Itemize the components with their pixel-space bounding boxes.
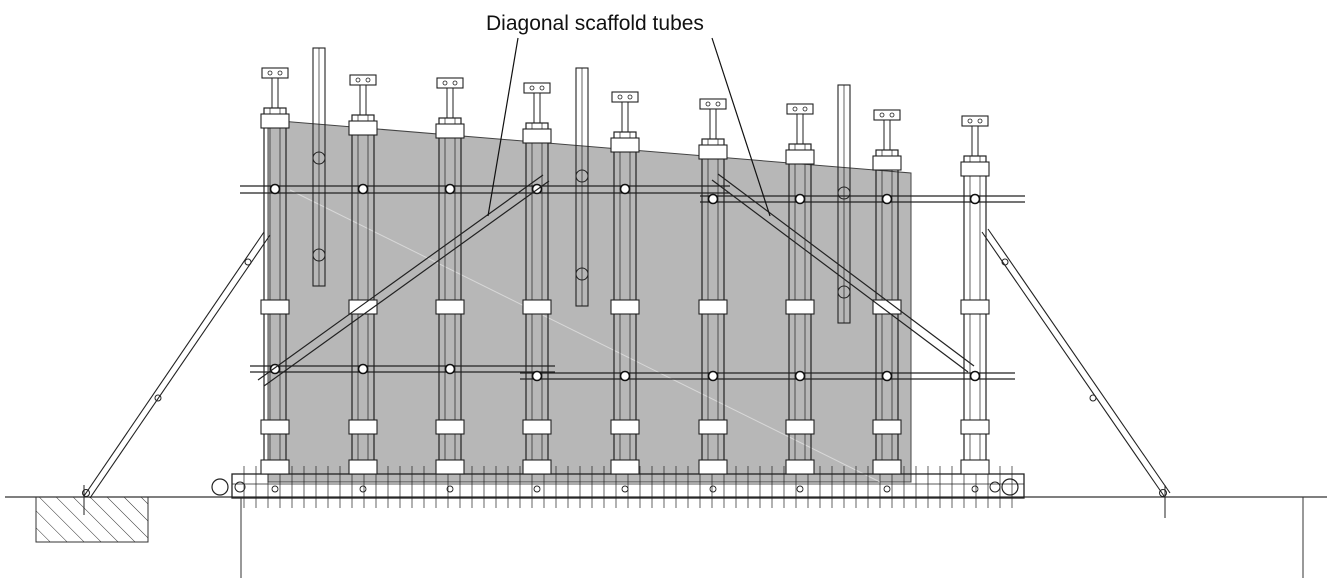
prop-2: [348, 74, 378, 493]
prop-4: [522, 82, 552, 493]
loose-vertical-tube-2: [575, 67, 589, 307]
prop-1: [260, 67, 290, 493]
prop-6: [698, 98, 728, 493]
foundation-block-hatched: [35, 496, 149, 543]
prop-5: [610, 91, 640, 493]
callout-label: Diagonal scaffold tubes: [486, 12, 704, 35]
prop-3: [435, 77, 465, 493]
diagonal-scaffold-tube-left: [257, 174, 550, 387]
diagonal-scaffold-tube-right: [711, 173, 975, 373]
panel-highlight-line: [289, 189, 881, 483]
horizontal-tube-lower-right: [520, 372, 1015, 380]
callout-leader-left: [487, 37, 519, 217]
prop-7: [785, 103, 815, 493]
push-pull-prop-right: [981, 228, 1171, 518]
horizontal-tube-lower-left: [250, 365, 555, 373]
horizontal-tube-upper-left: [240, 185, 730, 194]
vertical-props: [260, 67, 990, 493]
loose-vertical-tube-3: [837, 84, 851, 324]
prop-8: [872, 109, 902, 493]
callout-leader-right: [711, 37, 771, 217]
push-pull-prop-left: [82, 231, 271, 515]
loose-vertical-tube-1: [312, 47, 326, 287]
prop-9: [960, 115, 990, 493]
formwork-panel: [267, 119, 912, 483]
